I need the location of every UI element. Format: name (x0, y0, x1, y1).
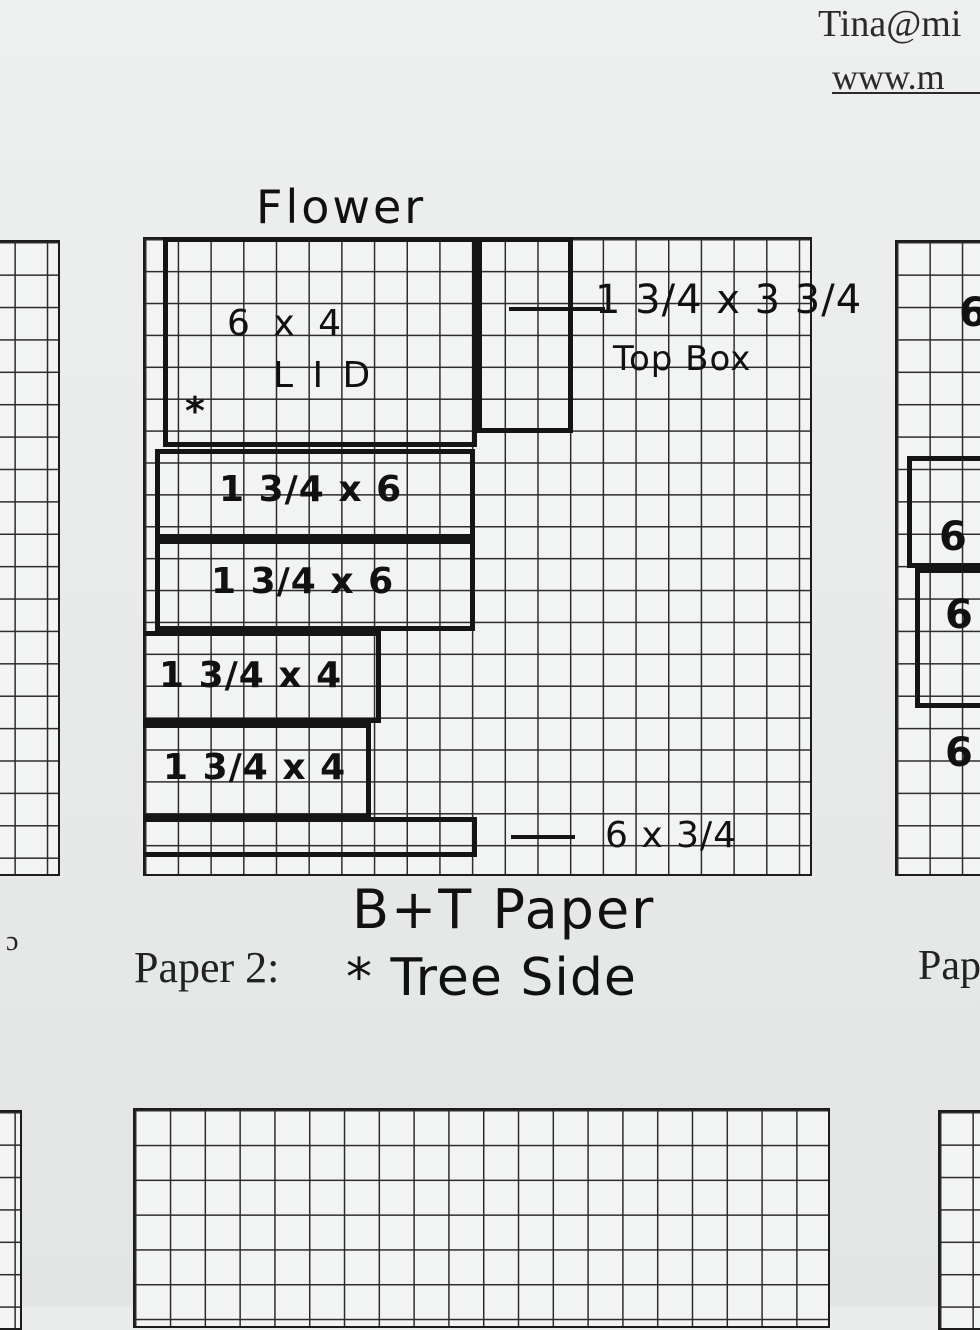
top-box-size-text: 1 3/4 x 3 3/4 (595, 277, 863, 323)
strip-piece (143, 631, 381, 723)
lid-size-text: 6 x 4 (227, 303, 347, 344)
bottom-strip-pointer (511, 835, 575, 839)
bottom-grid (133, 1108, 830, 1328)
top-box-piece (477, 237, 573, 433)
right-grid-text: 6 (959, 290, 980, 336)
strip-text: 1 3/4 x 4 (163, 747, 347, 788)
bottom-strip-piece (143, 817, 477, 857)
strip-piece (143, 723, 371, 819)
right-strip (915, 568, 980, 708)
diagram-title: Flower (256, 180, 427, 234)
right-grid-text: 6 (939, 514, 968, 560)
strip-text: 1 3/4 x 6 (219, 469, 403, 510)
right-paper-label: Pap (918, 943, 980, 989)
strip-piece (155, 539, 475, 631)
left-grid (0, 240, 60, 876)
handwritten-side-note: * Tree Side (346, 948, 637, 1008)
right-grid-text: 6 (945, 730, 974, 776)
lid-label-text: L I D (273, 355, 375, 396)
left-mark: ɔ (6, 926, 19, 957)
main-grid: 6 x 4 L I D * 1 3/4 x 3 3/4 Top Box 1 3/… (143, 237, 861, 876)
right-grid-text: 6 (945, 592, 974, 638)
asterisk-mark: * (185, 389, 206, 433)
website-underline (832, 92, 980, 94)
top-box-label-text: Top Box (613, 339, 752, 379)
top-box-pointer (509, 307, 605, 311)
right-strip (907, 456, 980, 568)
paper-label: Paper 2: (134, 943, 280, 992)
strip-text: 1 3/4 x 6 (211, 561, 395, 602)
bottom-right-grid (938, 1110, 980, 1330)
handwritten-paper-name: B+T Paper (352, 878, 656, 941)
email-header: Tina@mi (818, 3, 962, 45)
bottom-left-grid (0, 1110, 22, 1330)
bottom-strip-text: 6 x 3/4 (605, 815, 738, 856)
strip-text: 1 3/4 x 4 (159, 655, 343, 696)
right-grid: 6 6 6 6 (895, 240, 980, 876)
website-header: www.m (832, 57, 945, 97)
lid-piece (163, 237, 477, 447)
strip-piece (155, 449, 475, 539)
